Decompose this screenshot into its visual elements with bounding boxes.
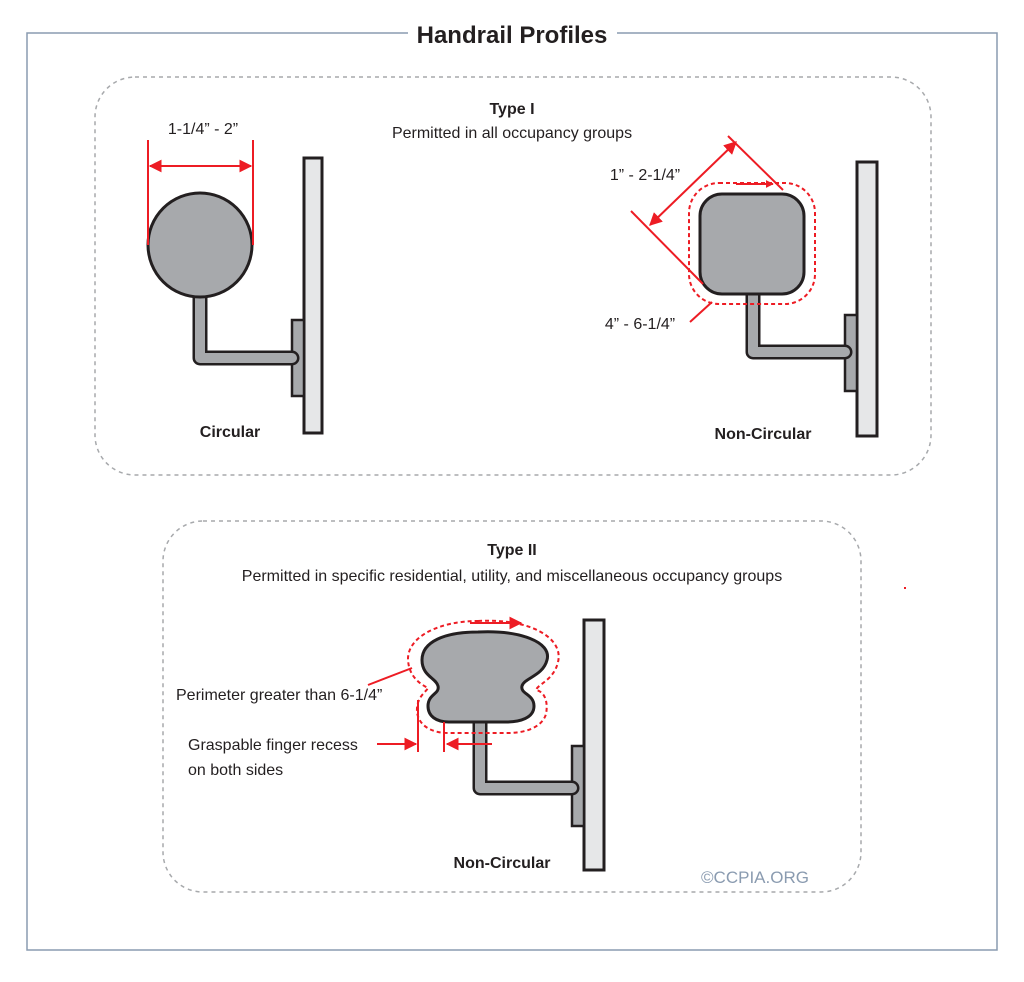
perimeter-leader [689, 301, 713, 323]
type-one-heading: Type I [489, 101, 534, 118]
non-circular-type-one-handrail [630, 135, 879, 438]
circular-handrail [146, 140, 324, 435]
type-two-subheading: Permitted in specific residential, utili… [242, 568, 782, 585]
circular-rail [146, 191, 254, 299]
bracket-type-two [472, 710, 580, 796]
outer-frame [26, 32, 998, 951]
wall-type-two [582, 618, 606, 872]
copyright-text: ©CCPIA.ORG [701, 868, 809, 887]
profiled-rail [420, 630, 549, 724]
wall-circular [302, 156, 324, 435]
recess-note-line-1: Graspable finger recess [188, 737, 358, 754]
page-title: Handrail Profiles [417, 22, 608, 49]
perimeter-range-label: 4” - 6-1/4” [605, 316, 675, 333]
recess-note-line-2: on both sides [188, 762, 283, 779]
diag-extension-upper [727, 135, 784, 191]
bracket-circular [192, 282, 300, 366]
wall-non-circular [855, 160, 879, 438]
type-two-label: Non-Circular [454, 855, 551, 872]
diag-extension-lower [630, 210, 704, 285]
type-one-subheading: Permitted in all occupancy groups [392, 125, 632, 142]
non-circular-dimension-arrow [649, 141, 737, 226]
circular-label: Circular [200, 424, 260, 441]
non-circular-dimension-label: 1” - 2-1/4” [610, 167, 680, 184]
type-one-panel [94, 76, 932, 476]
perimeter-note: Perimeter greater than 6-1/4” [176, 687, 382, 704]
type-two-handrail [367, 587, 906, 872]
perimeter-dashed-outline [688, 182, 816, 305]
square-rail [698, 192, 806, 296]
type-two-panel [162, 520, 862, 893]
type-two-perimeter-dashed [406, 619, 560, 734]
circular-dimension-label: 1-1/4” - 2” [168, 121, 238, 138]
type-two-heading: Type II [487, 542, 537, 559]
non-circular-label: Non-Circular [715, 426, 812, 443]
perimeter-note-leader [367, 667, 413, 686]
